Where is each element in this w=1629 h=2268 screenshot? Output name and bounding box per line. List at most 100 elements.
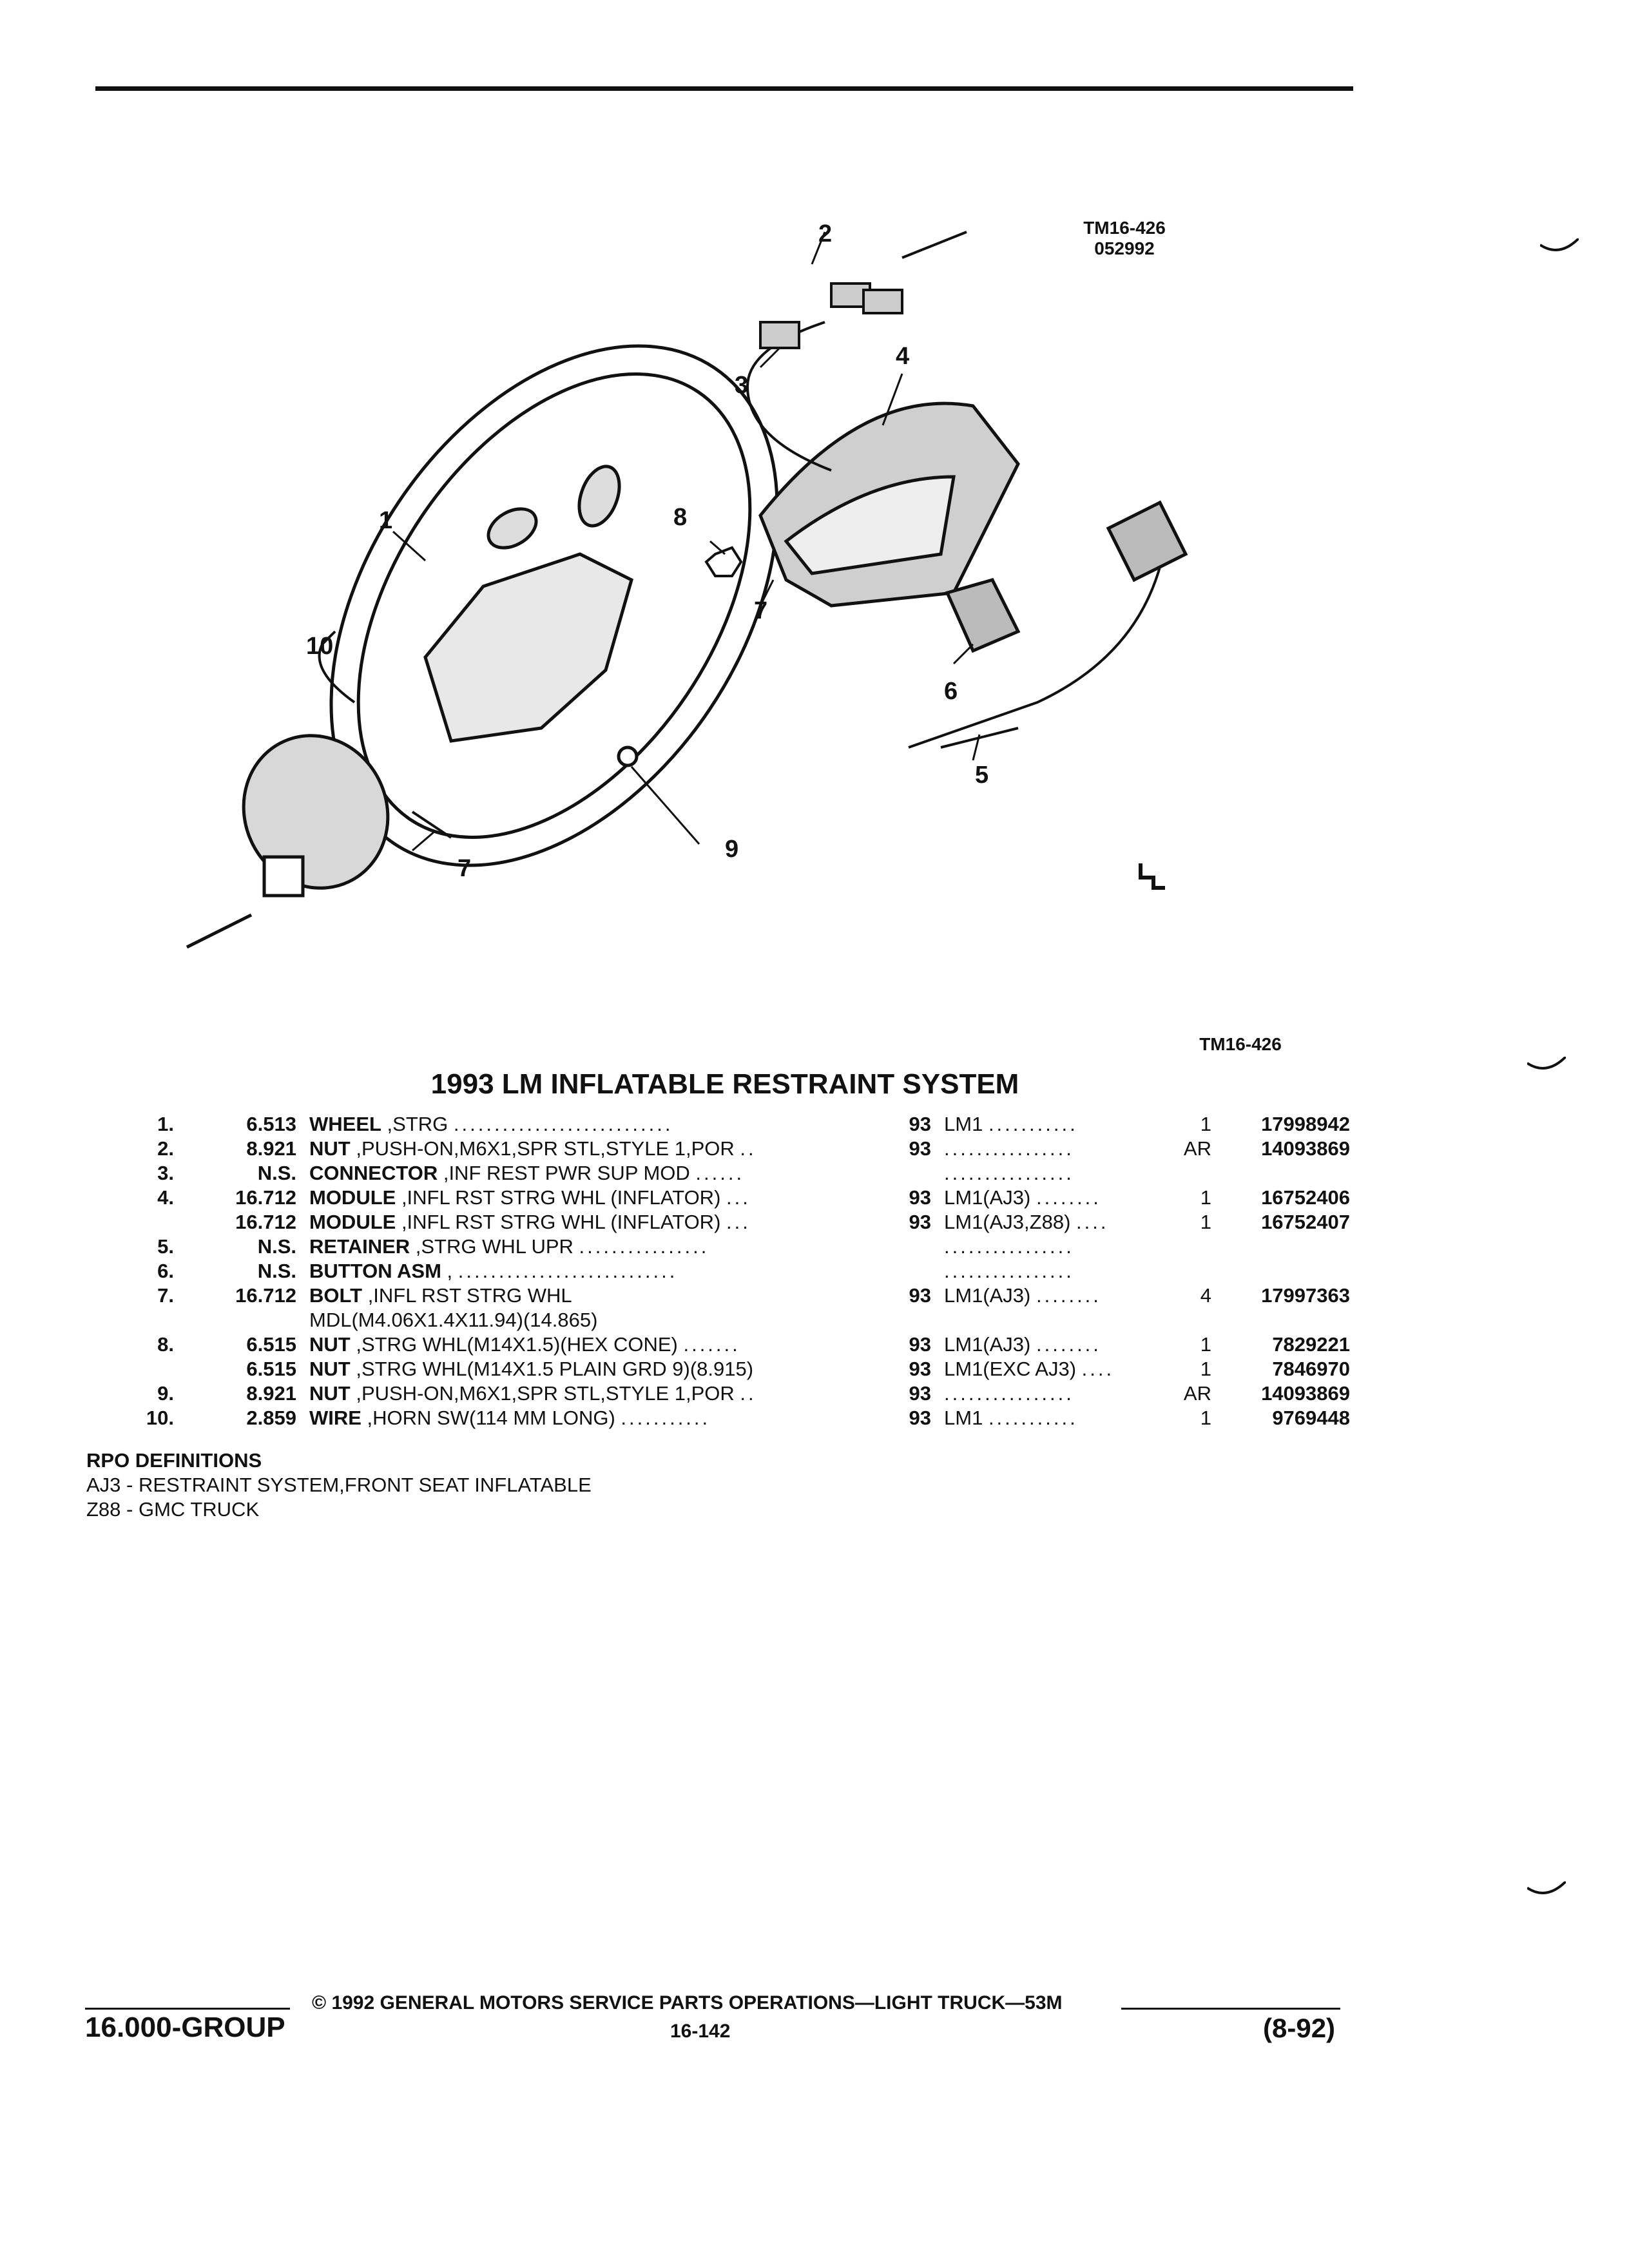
part-usage: ................ (944, 1161, 1176, 1186)
leader-dots: ....... (683, 1333, 740, 1356)
part-desc-text: ,PUSH-ON,M6X1,SPR STL,STYLE 1,POR (350, 1137, 735, 1160)
callout-9: 9 (725, 836, 738, 863)
leader-dots: ........ (1036, 1186, 1101, 1209)
part-number: 16752407 (1261, 1211, 1350, 1233)
part-year: 93 (909, 1407, 931, 1429)
callout-7b: 7 (458, 855, 471, 882)
footer-copyright: © 1992 GENERAL MOTORS SERVICE PARTS OPER… (312, 1992, 1063, 2013)
part-item-number: 2. (157, 1137, 174, 1160)
top-rule (95, 86, 1353, 91)
part-usage-code: LM1 (944, 1407, 983, 1429)
callout-10: 10 (306, 633, 333, 660)
part-usage: ................ (944, 1381, 1176, 1406)
part-year: 93 (909, 1211, 931, 1233)
part-group-number: N.S. (257, 1235, 296, 1258)
part-description: WIRE ,HORN SW(114 MM LONG) ........... (309, 1406, 960, 1430)
leader-dots: ........ (1036, 1284, 1101, 1307)
leader-dots: ...... (695, 1162, 745, 1184)
part-description: MODULE ,INFL RST STRG WHL (INFLATOR) ... (309, 1186, 960, 1210)
part-description: RETAINER ,STRG WHL UPR ................ (309, 1235, 960, 1259)
leader-dots: .. (740, 1137, 757, 1160)
part-year: 93 (909, 1358, 931, 1380)
part-usage: LM1(AJ3,Z88) .... (944, 1210, 1176, 1235)
part-year: 93 (909, 1284, 931, 1307)
part-quantity: AR (1183, 1382, 1211, 1405)
part-number: 17998942 (1261, 1113, 1350, 1135)
part-year: 93 (909, 1113, 931, 1135)
leader-dots: ................ (944, 1162, 1074, 1184)
footer-page-number: 16-142 (670, 2021, 731, 2042)
part-name: CONNECTOR (309, 1162, 438, 1184)
leader-dots: ........... (621, 1407, 711, 1429)
part-number: 14093869 (1261, 1137, 1350, 1160)
part-usage: LM1(AJ3) ........ (944, 1283, 1176, 1308)
part-desc-text: ,STRG WHL(M14X1.5)(HEX CONE) (350, 1333, 678, 1356)
part-quantity: AR (1183, 1137, 1211, 1160)
part-quantity: 1 (1200, 1211, 1211, 1233)
part-usage: ................ (944, 1235, 1176, 1259)
rpo-heading: RPO DEFINITIONS (86, 1449, 262, 1472)
part-desc-text: ,INFL RST STRG WHL (362, 1284, 572, 1307)
part-name: NUT (309, 1137, 351, 1160)
part-usage-code: LM1(AJ3,Z88) (944, 1211, 1071, 1233)
part-group-number: 16.712 (235, 1284, 296, 1307)
part-group-number: N.S. (257, 1162, 296, 1184)
part-desc-text: ,STRG WHL(M14X1.5 PLAIN GRD 9)(8.915) (350, 1358, 754, 1380)
part-quantity: 4 (1200, 1284, 1211, 1307)
part-group-number: 16.712 (235, 1186, 296, 1209)
part-usage: ................ (944, 1259, 1176, 1283)
connectors (759, 282, 903, 349)
part-desc-text: ,PUSH-ON,M6X1,SPR STL,STYLE 1,POR (350, 1382, 735, 1405)
figure-ref-id: TM16-426 (1083, 218, 1166, 238)
part-description: CONNECTOR ,INF REST PWR SUP MOD ...... (309, 1161, 960, 1186)
part-group-number: 2.859 (246, 1407, 296, 1429)
footer-date: (8-92) (1263, 2013, 1336, 2043)
page-title: 1993 LM INFLATABLE RESTRAINT SYSTEM (430, 1068, 1019, 1100)
steering-wheel-exploded-diagram: 1 2 3 4 5 6 7 7 8 9 10 (186, 220, 1188, 949)
part-desc-text: ,STRG (381, 1113, 448, 1135)
rpo-item: Z88 - GMC TRUCK (86, 1498, 260, 1521)
leader-dots: ................ (579, 1235, 709, 1258)
part-group-number: 6.515 (246, 1333, 296, 1356)
part-description: BUTTON ASM , ........................... (309, 1259, 960, 1283)
part-item-number: 8. (157, 1333, 174, 1356)
callout-6: 6 (944, 678, 958, 705)
binder-punch-mark (1527, 1057, 1566, 1070)
leader-dots: ................ (944, 1137, 1074, 1160)
part-usage: LM1(AJ3) ........ (944, 1186, 1176, 1210)
part-desc-text: ,STRG WHL UPR (410, 1235, 574, 1258)
part-quantity: 1 (1200, 1186, 1211, 1209)
figure-ref-code: 052992 (1094, 238, 1155, 258)
leader-dots: .... (1076, 1211, 1109, 1233)
part-description: NUT ,STRG WHL(M14X1.5)(HEX CONE) ....... (309, 1332, 960, 1357)
part-number: 14093869 (1261, 1382, 1350, 1405)
part-group-number: N.S. (257, 1260, 296, 1282)
steering-column (186, 734, 390, 949)
part-group-number: 16.712 (235, 1211, 296, 1233)
part-name: NUT (309, 1333, 351, 1356)
leader-dots: ... (726, 1186, 751, 1209)
figure-id-bottom: TM16-426 (1199, 1034, 1282, 1054)
part-item-number: 3. (157, 1162, 174, 1184)
steering-wheel (329, 344, 779, 867)
part-group-number: 8.921 (246, 1137, 296, 1160)
part-quantity: 1 (1200, 1358, 1211, 1380)
leader-dots: ........ (1036, 1333, 1101, 1356)
part-desc-text: MDL(M4.06X1.4X11.94)(14.865) (309, 1309, 598, 1331)
part-desc-text: ,INFL RST STRG WHL (INFLATOR) (396, 1186, 721, 1209)
leader-dots: .... (1081, 1358, 1115, 1380)
rpo-definitions: RPO DEFINITIONS AJ3 - RESTRAINT SYSTEM,F… (86, 1448, 592, 1522)
part-name: WIRE (309, 1407, 361, 1429)
callout-7a: 7 (754, 597, 767, 624)
footer-rule-left (85, 2008, 290, 2010)
rpo-item: AJ3 - RESTRAINT SYSTEM,FRONT SEAT INFLAT… (86, 1474, 592, 1496)
footer-group: 16.000-GROUP (85, 2012, 285, 2043)
part-name: NUT (309, 1358, 351, 1380)
leader-dots: ........................... (458, 1260, 678, 1282)
callout-4: 4 (896, 343, 909, 370)
part-item-number: 4. (157, 1186, 174, 1209)
binder-punch-mark (1527, 1881, 1566, 1894)
part-usage-code: LM1(AJ3) (944, 1186, 1031, 1209)
part-year: 93 (909, 1186, 931, 1209)
leader-dots: ........... (988, 1113, 1078, 1135)
